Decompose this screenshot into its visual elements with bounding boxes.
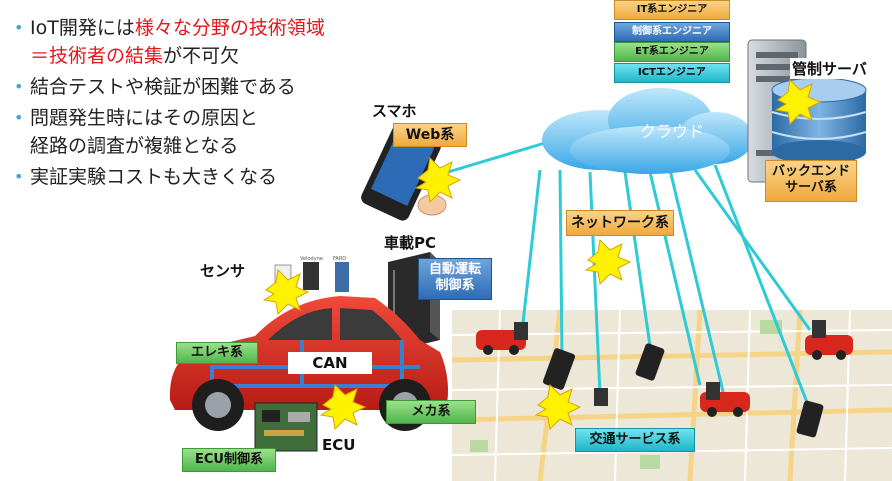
bullet-text: IoT開発には bbox=[30, 17, 135, 39]
autonomous-line2: 制御系 bbox=[435, 277, 475, 293]
ecu-label: ECU bbox=[318, 436, 360, 454]
can-label: CAN bbox=[288, 352, 372, 374]
bullet-text: 問題発生時にはその原因と bbox=[30, 107, 259, 129]
autonomous-line1: 自動運転 bbox=[428, 262, 481, 277]
engineer-et-tag: ET系エンジニア bbox=[614, 42, 730, 62]
bullet-dot-icon: • bbox=[14, 77, 24, 96]
map-phones bbox=[543, 343, 824, 438]
network-tag: ネットワーク系 bbox=[566, 210, 674, 236]
engineer-ict-tag: ICTエンジニア bbox=[614, 63, 730, 83]
bullet-text: 経路の調査が複雑となる bbox=[30, 135, 239, 157]
mechanical-tag: メカ系 bbox=[386, 400, 476, 424]
bullet-dot-icon: • bbox=[14, 108, 24, 127]
backend-tag: バックエンド サーバ系 bbox=[765, 160, 857, 202]
sensor-brand: FARO bbox=[333, 256, 347, 262]
backend-line2: サーバ系 bbox=[785, 179, 837, 195]
bullet-dot-icon: • bbox=[14, 167, 24, 186]
bullet-text: 実証実験コストも大きくなる bbox=[30, 166, 278, 188]
bullet-item: • 問題発生時にはその原因と 経路の調査が複雑となる bbox=[8, 104, 398, 160]
smartphone-label: スマホ bbox=[372, 102, 417, 120]
smartphone-icon bbox=[361, 123, 447, 221]
bullet-list: • IoT開発には様々な分野の技術領域 ＝技術者の結集が不可欠 • 結合テストや… bbox=[8, 14, 398, 194]
bullet-item: • 実証実験コストも大きくなる bbox=[8, 163, 398, 191]
database-icon bbox=[771, 77, 867, 164]
engineer-control-tag: 制御系エンジニア bbox=[614, 22, 730, 42]
ecu-control-tag: ECU制御系 bbox=[182, 448, 276, 472]
bullet-dot-icon: • bbox=[14, 18, 24, 37]
map-vehicles bbox=[476, 320, 853, 417]
server-label: 管制サーバ bbox=[790, 58, 869, 79]
bullet-text: 結合テストや検証が困難である bbox=[30, 76, 296, 98]
web-tag: Web系 bbox=[393, 123, 467, 147]
electric-tag: エレキ系 bbox=[176, 342, 258, 364]
backend-line1: バックエンド bbox=[771, 164, 850, 179]
bullet-highlight: 様々な分野の技術領域 bbox=[134, 17, 325, 39]
sensor-brand: Velodyne bbox=[300, 256, 323, 262]
problem-starbursts bbox=[262, 78, 822, 431]
bullet-text: が不可欠 bbox=[163, 45, 240, 67]
network-lines bbox=[437, 118, 812, 411]
engineer-it-tag: IT系エンジニア bbox=[614, 0, 730, 20]
traffic-service-tag: 交通サービス系 bbox=[575, 428, 695, 452]
bullet-highlight: ＝技術者の結集 bbox=[30, 45, 164, 67]
bullet-item: • 結合テストや検証が困難である bbox=[8, 73, 398, 101]
sensor-label: センサ bbox=[200, 262, 246, 280]
autonomous-control-tag: 自動運転 制御系 bbox=[418, 258, 492, 300]
ecu-board-icon bbox=[254, 402, 318, 452]
onboard-pc-label: 車載PC bbox=[384, 234, 437, 252]
bullet-item: • IoT開発には様々な分野の技術領域 ＝技術者の結集が不可欠 bbox=[8, 14, 398, 70]
cloud-label: クラウド bbox=[640, 122, 705, 141]
cloud-shape bbox=[542, 88, 753, 174]
